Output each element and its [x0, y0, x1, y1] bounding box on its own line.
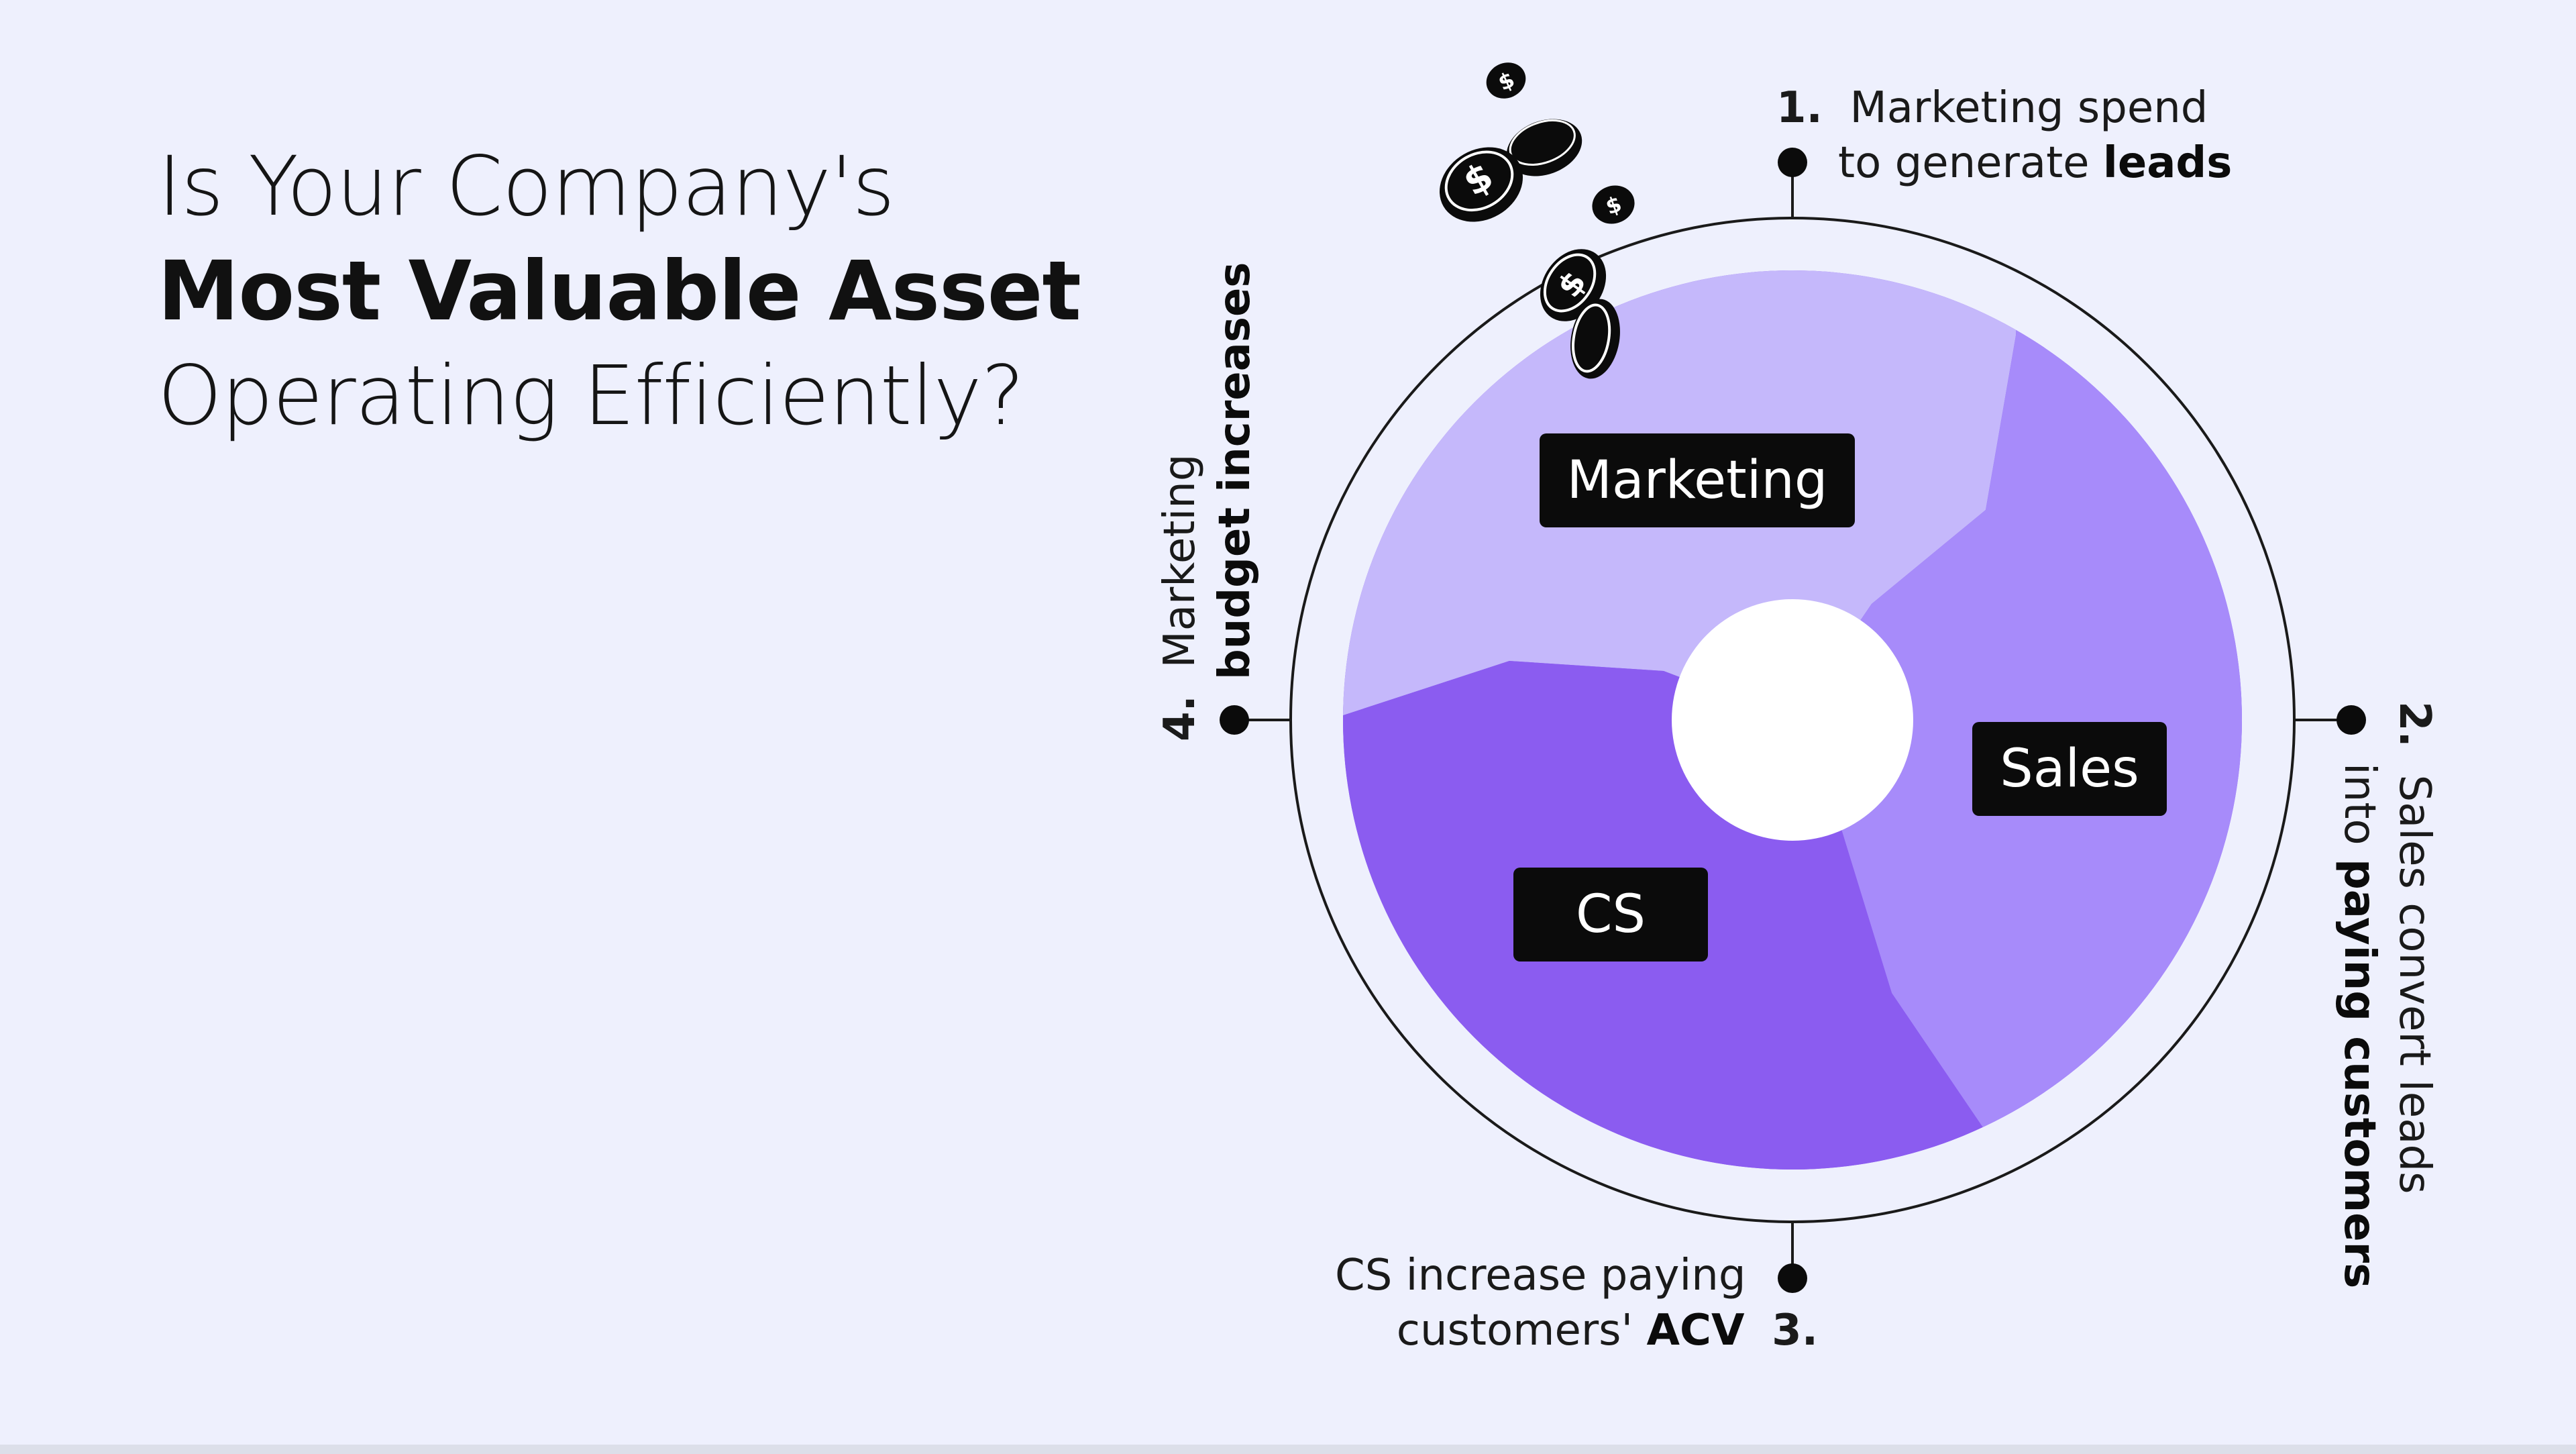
- step-3-line-2: customers' ACV 3.: [1335, 1303, 1818, 1358]
- headline-line-3: Operating Efficiently?: [158, 348, 1024, 444]
- step-3-line-1: CS increase paying: [1335, 1248, 1818, 1303]
- dollar-icon: $: [1439, 147, 1523, 222]
- coin-icon: $: [1592, 185, 1635, 224]
- step-2-highlight: paying customers: [2334, 858, 2384, 1289]
- coin-icon: $: [1486, 62, 1526, 99]
- step-4-highlight: budget increases: [1210, 262, 1260, 680]
- step-1-line-2: to generate leads: [1776, 136, 2232, 191]
- step-3-highlight: ACV: [1646, 1306, 1745, 1355]
- coin-icon: [1506, 119, 1582, 176]
- step-1-number: 1.: [1776, 83, 1823, 133]
- step-1-dot: [1778, 148, 1807, 177]
- step-3-desc: CS increase paying: [1335, 1251, 1746, 1300]
- cs-label: CS: [1513, 868, 1708, 962]
- step-1-highlight: leads: [2102, 138, 2233, 188]
- step-1-desc-pre: to generate: [1838, 138, 2103, 188]
- center-hole: [1672, 599, 1913, 841]
- step-1-text: 1. Marketing spend to generate leads: [1776, 81, 2232, 191]
- step-2-dot: [2337, 705, 2366, 735]
- step-4-desc: Marketing: [1155, 454, 1205, 668]
- step-4-line-1: 4. Marketing: [1152, 262, 1208, 742]
- step-4-number: 4.: [1155, 695, 1205, 741]
- sales-segment: [1792, 270, 2242, 1170]
- coins-group: $ $ $ $: [1439, 62, 1635, 379]
- marketing-label: Marketing: [1540, 433, 1855, 527]
- step-4-dot: [1220, 705, 1249, 735]
- step-1-desc: Marketing spend: [1849, 83, 2208, 133]
- step-3-desc-pre: customers': [1396, 1306, 1647, 1355]
- headline-line-2: Most Valuable Asset: [158, 244, 1081, 339]
- step-2-text: 2. Sales convert leads into paying custo…: [2332, 701, 2442, 1288]
- step-2-line-2: into paying customers: [2332, 701, 2387, 1288]
- headline: Is Your Company's Most Valuable Asset Op…: [158, 134, 1081, 448]
- step-4-text: 4. Marketing budget increases: [1152, 262, 1263, 741]
- bottom-bar: [0, 1445, 2576, 1454]
- step-2-desc: Sales convert leads: [2390, 774, 2439, 1194]
- step-2-line-1: 2. Sales convert leads: [2387, 701, 2442, 1288]
- sales-label: Sales: [1972, 722, 2167, 816]
- step-4-line-2: budget increases: [1208, 262, 1263, 741]
- step-2-number: 2.: [2390, 701, 2439, 747]
- step-3-number: 3.: [1772, 1306, 1818, 1355]
- step-1-line-1: 1. Marketing spend: [1776, 81, 2232, 136]
- step-2-desc-pre: into: [2334, 763, 2384, 859]
- step-3-dot: [1778, 1263, 1807, 1293]
- step-3-text: CS increase paying customers' ACV 3.: [1335, 1248, 1818, 1358]
- coin-icon: [1570, 299, 1620, 379]
- headline-line-1: Is Your Company's: [158, 139, 895, 234]
